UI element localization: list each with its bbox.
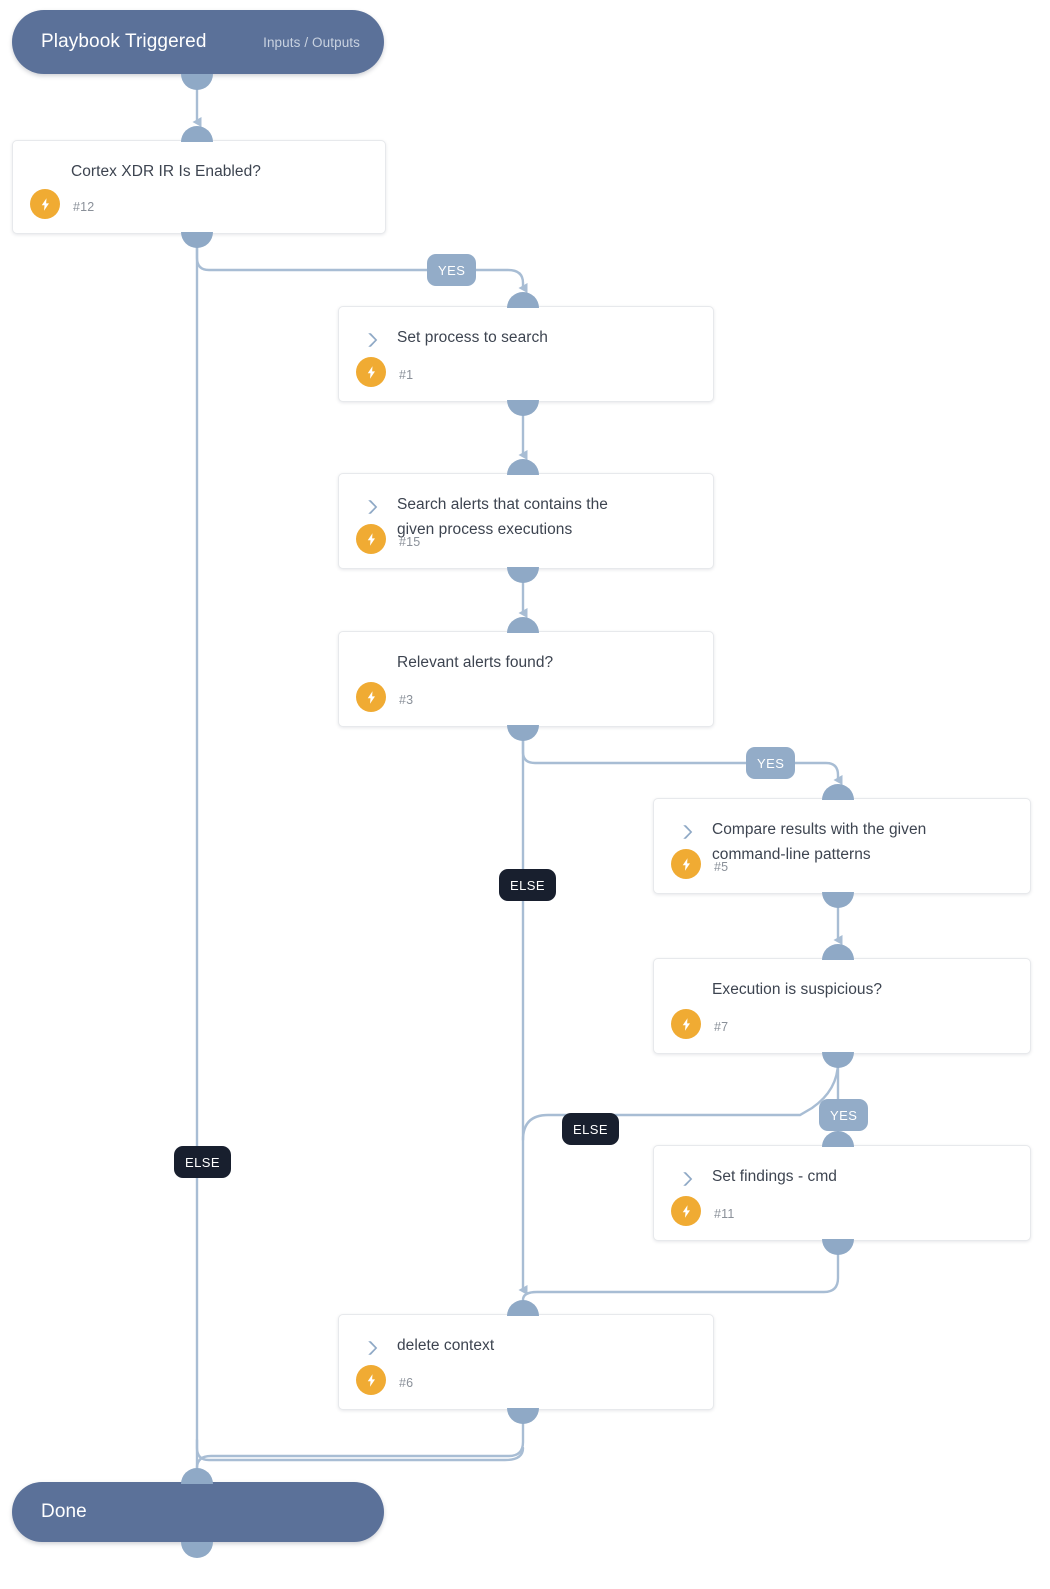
end-node[interactable]: Done bbox=[12, 1482, 384, 1542]
connector-bump-n3-in bbox=[507, 617, 539, 633]
node-title: Set findings - cmd bbox=[712, 1168, 837, 1185]
connector-bump-n6-out bbox=[507, 1408, 539, 1424]
node-title: Cortex XDR IR Is Enabled? bbox=[71, 163, 261, 180]
node-title: Set process to search bbox=[397, 329, 548, 346]
condition-diamond-icon bbox=[34, 162, 58, 186]
connector-bump-n12-in bbox=[181, 126, 213, 142]
node-title: Search alerts that contains the given pr… bbox=[397, 496, 608, 539]
connector-bump-done-out bbox=[181, 1542, 213, 1558]
node-card-n7[interactable]: Execution is suspicious? #7 bbox=[653, 958, 1031, 1054]
node-card-n5[interactable]: Compare results with the given command-l… bbox=[653, 798, 1031, 894]
automation-bolt-icon bbox=[671, 849, 701, 879]
node-ref: #15 bbox=[399, 535, 421, 549]
connector-bump-n11-in bbox=[822, 1131, 854, 1147]
edge-n6-to-done bbox=[195, 1418, 525, 1470]
start-node[interactable]: Playbook Triggered Inputs / Outputs bbox=[12, 10, 384, 74]
start-node-title: Playbook Triggered bbox=[41, 31, 207, 52]
branch-badge-else-n7[interactable]: ELSE bbox=[562, 1113, 620, 1145]
node-card-n1[interactable]: Set process to search #1 bbox=[338, 306, 714, 402]
node-title: Execution is suspicious? bbox=[712, 981, 883, 998]
node-ref: #6 bbox=[399, 1376, 414, 1390]
branch-badge-yes-n12[interactable]: YES bbox=[427, 254, 477, 286]
branch-badge-else-n3[interactable]: ELSE bbox=[499, 869, 557, 901]
task-chevron-icon bbox=[675, 1167, 699, 1191]
connector-bump-n12-out bbox=[181, 232, 213, 248]
node-title: delete context bbox=[397, 1337, 495, 1354]
automation-bolt-icon bbox=[30, 189, 60, 219]
connector-bump-n5-out bbox=[822, 892, 854, 908]
connector-bump-n15-out bbox=[507, 567, 539, 583]
condition-diamond-icon bbox=[675, 980, 699, 1004]
automation-bolt-icon bbox=[356, 1365, 386, 1395]
connector-bump-n7-in bbox=[822, 944, 854, 960]
node-title: Compare results with the given command-l… bbox=[712, 821, 927, 864]
connector-bump-n3-out bbox=[507, 725, 539, 741]
connector-bump-n5-in bbox=[822, 784, 854, 800]
node-ref: #12 bbox=[73, 200, 95, 214]
task-chevron-icon bbox=[675, 820, 699, 844]
automation-bolt-icon bbox=[671, 1009, 701, 1039]
connector-bump-n11-out bbox=[822, 1239, 854, 1255]
task-chevron-icon bbox=[360, 328, 384, 352]
node-card-n12[interactable]: Cortex XDR IR Is Enabled? #12 bbox=[12, 140, 386, 234]
node-ref: #7 bbox=[714, 1020, 729, 1034]
start-node-subtitle: Inputs / Outputs bbox=[263, 34, 360, 50]
automation-bolt-icon bbox=[356, 357, 386, 387]
connector-bump-n6-in bbox=[507, 1300, 539, 1316]
connector-bump-n1-in bbox=[507, 292, 539, 308]
edge-n11-to-n6 bbox=[521, 1253, 840, 1302]
branch-badge-yes-n7[interactable]: YES bbox=[819, 1099, 869, 1131]
end-node-title: Done bbox=[41, 1501, 87, 1522]
connector-bump-n7-out bbox=[822, 1052, 854, 1068]
node-card-n3[interactable]: Relevant alerts found? #3 bbox=[338, 631, 714, 727]
connector-bump-start-out bbox=[181, 74, 213, 90]
task-chevron-icon bbox=[360, 495, 384, 519]
connector-bump-n1-out bbox=[507, 400, 539, 416]
node-card-n6[interactable]: delete context #6 bbox=[338, 1314, 714, 1410]
connector-bump-n15-in bbox=[507, 459, 539, 475]
branch-badge-yes-n3[interactable]: YES bbox=[746, 747, 796, 779]
automation-bolt-icon bbox=[671, 1196, 701, 1226]
node-title: Relevant alerts found? bbox=[397, 654, 554, 671]
automation-bolt-icon bbox=[356, 524, 386, 554]
node-ref: #11 bbox=[714, 1207, 735, 1221]
connector-bump-done-in bbox=[181, 1468, 213, 1484]
node-card-n11[interactable]: Set findings - cmd #11 bbox=[653, 1145, 1031, 1241]
branch-badge-else-n12[interactable]: ELSE bbox=[174, 1146, 232, 1178]
condition-diamond-icon bbox=[360, 653, 384, 677]
node-ref: #1 bbox=[399, 368, 414, 382]
edge-n12-else-down bbox=[195, 240, 525, 1462]
node-card-n15[interactable]: Search alerts that contains the given pr… bbox=[338, 473, 714, 569]
task-chevron-icon bbox=[360, 1336, 384, 1360]
node-ref: #3 bbox=[399, 693, 414, 707]
automation-bolt-icon bbox=[356, 682, 386, 712]
node-ref: #5 bbox=[714, 860, 729, 874]
